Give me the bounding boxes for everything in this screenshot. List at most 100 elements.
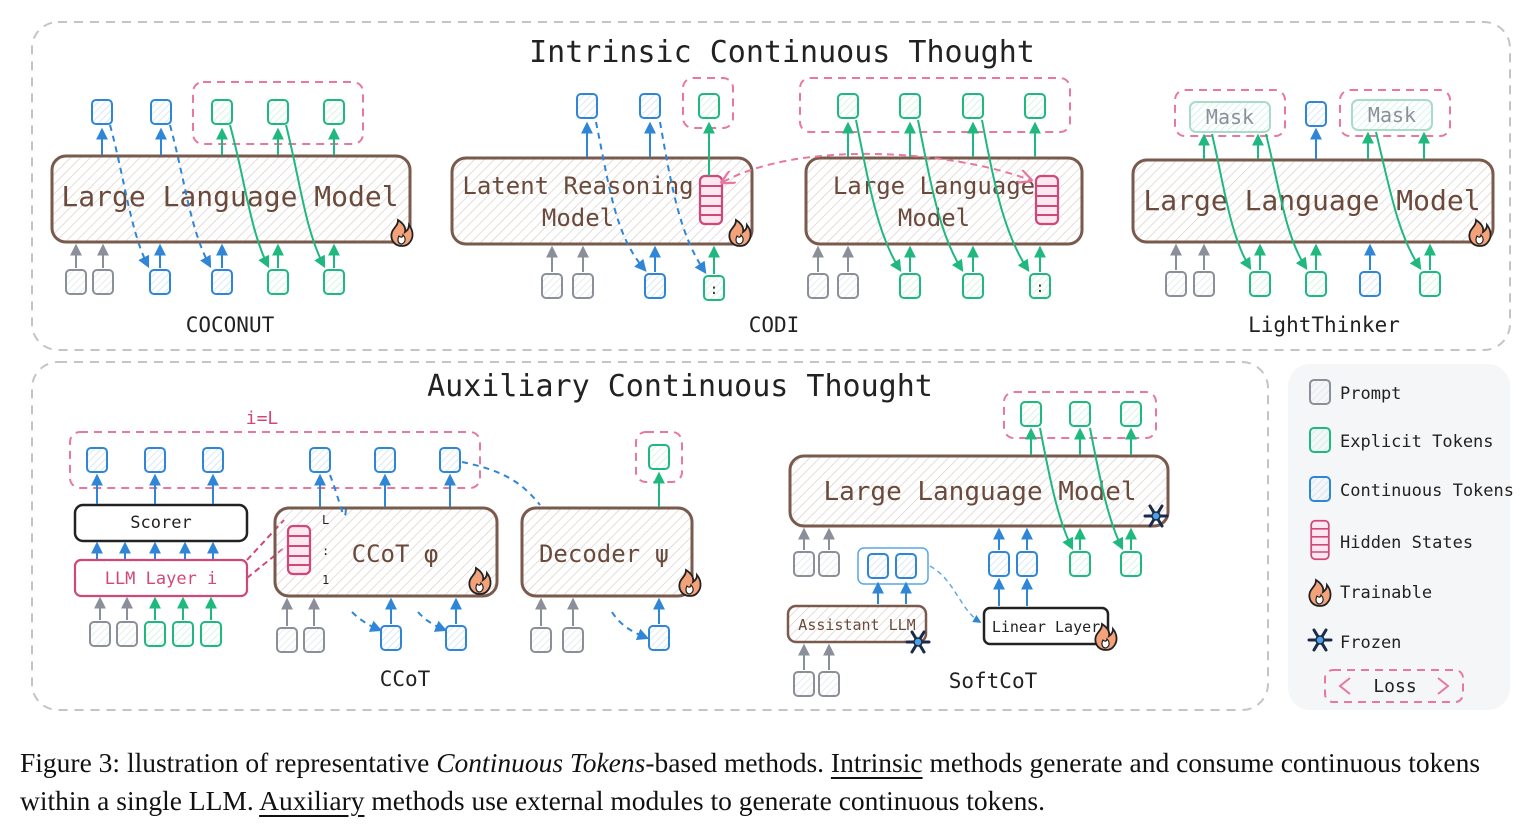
lightthinker-llm-label: Large Language Model xyxy=(1143,184,1480,217)
codi-dots: : xyxy=(1036,280,1044,296)
hidden-states-legend-icon xyxy=(1310,519,1330,561)
continuous-token xyxy=(374,447,396,473)
prompt-token xyxy=(1193,271,1215,297)
continuous-token xyxy=(639,93,661,119)
linear-layer-label: Linear Layer xyxy=(992,618,1100,636)
legend-trainable: Trainable xyxy=(1340,583,1432,603)
hidden-states-icon xyxy=(286,524,312,576)
prompt-token xyxy=(541,273,563,299)
auxiliary-title: Auxiliary Continuous Thought xyxy=(427,369,933,404)
explicit-token xyxy=(837,93,859,119)
codi-loss-box-left xyxy=(682,77,734,129)
explicit-token xyxy=(1069,401,1091,427)
continuous-token xyxy=(380,625,402,651)
continuous-token xyxy=(211,269,233,295)
codi-loss-box-right xyxy=(799,77,1071,133)
scorer-box xyxy=(73,503,249,543)
legend-loss: Loss xyxy=(1373,676,1416,697)
continuous-token xyxy=(144,447,166,473)
intrinsic-panel xyxy=(31,21,1511,351)
legend-loss-box xyxy=(1324,669,1464,703)
prompt-token xyxy=(793,671,815,697)
lightthinker-diagram: Mask Mask Large Language Model xyxy=(1131,89,1495,337)
methods-diagram: Intrinsic Continuous Thought Large Langu… xyxy=(31,21,1514,711)
explicit-token xyxy=(1120,551,1142,577)
hidden-bottom: 1 xyxy=(322,573,329,587)
assistant-llm-label: Assistant LLM xyxy=(798,616,915,634)
mask-label: Mask xyxy=(1368,103,1416,127)
mask-label: Mask xyxy=(1206,105,1254,129)
prompt-token xyxy=(92,269,114,295)
explicit-token xyxy=(144,621,166,647)
explicit-token xyxy=(267,99,289,125)
explicit-token xyxy=(698,93,720,119)
ccot-caption: CCoT xyxy=(380,667,431,691)
softcot-caption: SoftCoT xyxy=(949,669,1038,693)
explicit-token xyxy=(323,99,345,125)
prompt-token xyxy=(818,551,840,577)
continuous-token xyxy=(576,93,598,119)
assistant-output-box xyxy=(857,547,929,585)
coconut-caption: COCONUT xyxy=(186,313,275,337)
mask-box xyxy=(1189,101,1271,133)
prompt-token xyxy=(303,627,325,653)
explicit-token xyxy=(1120,401,1142,427)
explicit-icon xyxy=(1309,427,1331,453)
hidden-states-icon xyxy=(1034,174,1060,226)
prompt-token xyxy=(807,273,829,299)
continuous-token xyxy=(1016,551,1038,577)
explicit-token xyxy=(899,273,921,299)
hidden-dots: : xyxy=(322,544,329,558)
explicit-token xyxy=(1249,271,1271,297)
prompt-token xyxy=(89,621,111,647)
explicit-token xyxy=(962,93,984,119)
ccot-loop-box xyxy=(69,431,481,489)
continuous-token xyxy=(988,551,1010,577)
legend-hidden: Hidden States xyxy=(1340,533,1473,553)
continuous-token xyxy=(867,553,889,579)
explicit-token xyxy=(211,99,233,125)
legend-continuous: Continuous Tokens xyxy=(1340,481,1514,501)
prompt-token xyxy=(562,627,584,653)
explicit-token xyxy=(1305,271,1327,297)
scorer-label: Scorer xyxy=(130,513,191,533)
coconut-llm-label: Large Language Model xyxy=(61,180,398,213)
continuous-token xyxy=(202,447,224,473)
continuous-icon xyxy=(1309,476,1331,502)
codi-caption: CODI xyxy=(749,313,800,337)
explicit-token xyxy=(962,273,984,299)
decoder-label: Decoder ψ xyxy=(539,540,669,568)
continuous-token xyxy=(1305,101,1327,127)
hidden-states-icon xyxy=(698,174,724,226)
continuous-token xyxy=(895,553,917,579)
prompt-icon xyxy=(1309,379,1331,405)
softcot-diagram: Large Language Model Assistant LLM xyxy=(786,391,1170,697)
ccot-label: CCoT φ xyxy=(352,540,439,568)
softcot-llm-box xyxy=(788,454,1170,528)
prompt-token xyxy=(1165,271,1187,297)
continuous-token xyxy=(150,99,172,125)
explicit-token xyxy=(1069,551,1091,577)
legend-frozen: Frozen xyxy=(1340,633,1401,653)
prompt-token xyxy=(572,273,594,299)
coconut-llm-box xyxy=(50,154,412,244)
intrinsic-title: Intrinsic Continuous Thought xyxy=(529,35,1035,70)
llm-layer-label: LLM Layer i xyxy=(105,569,218,589)
explicit-token xyxy=(172,621,194,647)
continuous-token xyxy=(149,269,171,295)
explicit-token xyxy=(1020,401,1042,427)
assistant-llm-box xyxy=(786,604,928,644)
ccot-loop-label: i=L xyxy=(246,408,279,429)
explicit-token xyxy=(648,444,670,470)
continuous-token xyxy=(1359,271,1381,297)
continuous-token xyxy=(439,447,461,473)
decoder-box xyxy=(520,506,694,598)
ccot-diagram: i=L Scorer LLM Layer i xyxy=(69,408,702,691)
hidden-top: L xyxy=(322,513,329,527)
latent-label-1: Latent Reasoning xyxy=(462,172,693,200)
legend: Prompt Explicit Tokens Continuous Tokens… xyxy=(1288,364,1514,710)
continuous-token xyxy=(644,273,666,299)
codi-dots: : xyxy=(710,282,718,298)
prompt-token xyxy=(116,621,138,647)
continuous-token xyxy=(309,447,331,473)
